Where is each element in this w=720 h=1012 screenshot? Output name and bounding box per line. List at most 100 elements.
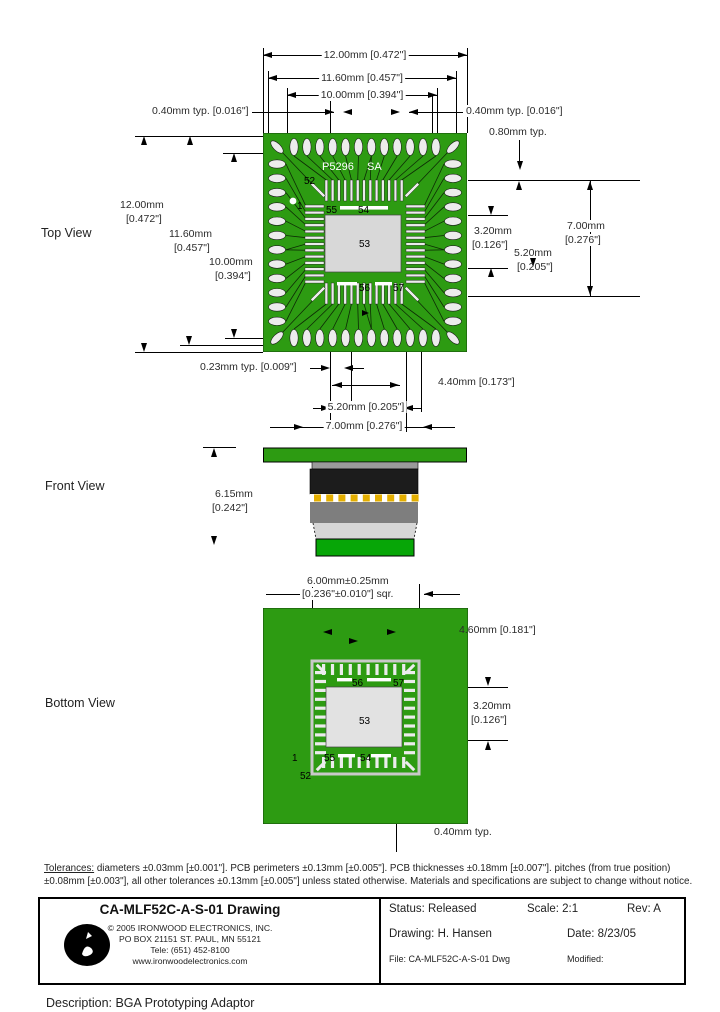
extension-line [519, 140, 520, 166]
extension-line [421, 352, 422, 412]
scale-field: Scale: 2:1 [527, 903, 579, 915]
dimension-line [468, 180, 640, 181]
dim-height-10mm-in: [0.394"] [215, 270, 251, 282]
dimension-arrow [323, 628, 332, 635]
dim-pad-width-right: 0.40mm typ. [0.016"] [464, 105, 565, 118]
dimension-line [266, 594, 303, 595]
phone-line: Tele: (651) 452-8100 [150, 945, 230, 955]
tolerances-line1: diameters ±0.03mm [±0.001"]. PCB perimet… [96, 863, 671, 874]
dim-front-height: 6.15mm [215, 488, 253, 500]
board-label: 55 [326, 205, 338, 216]
dimension-arrow [294, 423, 303, 430]
dim-right-5-20mm-in: [0.205"] [517, 261, 553, 273]
board-label: 1 [292, 753, 298, 764]
board-label: 54 [360, 753, 372, 764]
dimension-arrow [404, 404, 413, 411]
dimension-line [409, 112, 463, 113]
dim-bv-3-20mm-in: [0.126"] [471, 714, 507, 726]
dimension-arrow [344, 364, 353, 371]
dimension-arrow [586, 286, 593, 295]
extension-line [467, 48, 468, 133]
extension-line [351, 300, 352, 412]
dimension-arrow [390, 381, 399, 388]
date-field: Date: 8/23/05 [567, 928, 637, 940]
status-field: Status: Released [389, 903, 477, 915]
tolerances-note: Tolerances: diameters ±0.03mm [±0.001"].… [44, 863, 692, 889]
dimension-arrow [140, 343, 147, 352]
dim-bv-0-40mm: 0.40mm typ. [434, 826, 492, 838]
dim-right-7mm: 7.00mm [565, 220, 607, 233]
board-label: 53 [359, 239, 371, 250]
bottom-view-label: Bottom View [45, 696, 115, 710]
dimension-arrow [321, 404, 330, 411]
title-block-divider [379, 899, 381, 983]
dimension-line [332, 385, 400, 386]
dimension-arrow [409, 108, 418, 115]
dimension-arrow [515, 181, 522, 190]
dim-top-width-11-60mm: 11.60mm [0.457"] [319, 72, 405, 85]
dim-right-3-20mm-in: [0.126"] [472, 239, 508, 251]
modified-field: Modified: [567, 954, 604, 964]
dimension-arrow [210, 448, 217, 457]
tolerances-line2: ±0.08mm [±0.003"], all other tolerances … [44, 875, 693, 887]
extension-line [406, 300, 407, 432]
dimension-line [225, 338, 270, 339]
dimension-arrow [487, 268, 494, 277]
extension-line [287, 88, 288, 133]
front-view-label: Front View [45, 479, 105, 493]
dimension-arrow [428, 91, 437, 98]
address-line: PO BOX 21151 ST. PAUL, MN 55121 [118, 934, 262, 944]
dim-height-12mm: 12.00mm [120, 199, 164, 211]
dim-front-height-in: [0.242"] [212, 502, 248, 514]
silkscreen-rev-label: SA [367, 161, 382, 173]
dimension-arrow [586, 181, 593, 190]
ironwood-logo-icon [64, 924, 110, 966]
tolerances-label: Tolerances: [44, 863, 95, 874]
website-line: www.ironwoodelectronics.com [132, 956, 248, 966]
board-label: 53 [359, 716, 371, 727]
dim-height-12mm-in: [0.472"] [126, 213, 162, 225]
dimension-arrow [210, 536, 217, 545]
dim-height-11-60mm-in: [0.457"] [174, 242, 210, 254]
dimension-arrow [321, 364, 330, 371]
dimension-line [135, 352, 263, 353]
board-label: 56 [359, 283, 371, 294]
dimension-arrow [447, 74, 456, 81]
dimension-arrow [484, 677, 491, 686]
dimension-arrow [487, 206, 494, 215]
top-view-label: Top View [41, 226, 92, 240]
dimension-arrow [333, 381, 342, 388]
dimension-arrow [343, 108, 352, 115]
dim-bottom-7mm: 7.00mm [0.276"] [323, 420, 405, 433]
dimension-line [135, 136, 307, 137]
dimension-arrow [391, 108, 400, 115]
description-line: Description: BGA Prototyping Adaptor [46, 996, 255, 1010]
dimension-arrow [325, 108, 334, 115]
front-view-assembly [263, 447, 467, 557]
dimension-arrow [263, 51, 272, 58]
extension-line [268, 71, 269, 133]
dim-pad-width-left: 0.40mm typ. [0.016"] [150, 105, 251, 118]
dimension-line [468, 215, 508, 216]
dimension-line [468, 296, 640, 297]
dimension-line [352, 368, 364, 369]
dimension-arrow [516, 161, 523, 170]
dimension-line [310, 368, 322, 369]
dimension-arrow [230, 329, 237, 338]
dimension-arrow [349, 637, 358, 644]
board-label: 1 [297, 201, 303, 212]
dim-right-7mm-in: [0.276"] [563, 234, 603, 247]
dimension-arrow [268, 74, 277, 81]
dimension-line [203, 447, 236, 448]
extension-line [263, 48, 264, 133]
dimension-arrow [140, 136, 147, 145]
dim-bv-3-20mm: 3.20mm [473, 700, 511, 712]
dimension-arrow [529, 258, 536, 267]
dim-square-6mm-in: [0.236"±0.010"] sqr. [300, 588, 396, 601]
dimension-arrow [484, 741, 491, 750]
drawing-title: CA-MLF52C-A-S-01 Drawing [99, 902, 281, 917]
drawing-field: Drawing: H. Hansen [389, 928, 492, 940]
extension-line [437, 88, 438, 133]
